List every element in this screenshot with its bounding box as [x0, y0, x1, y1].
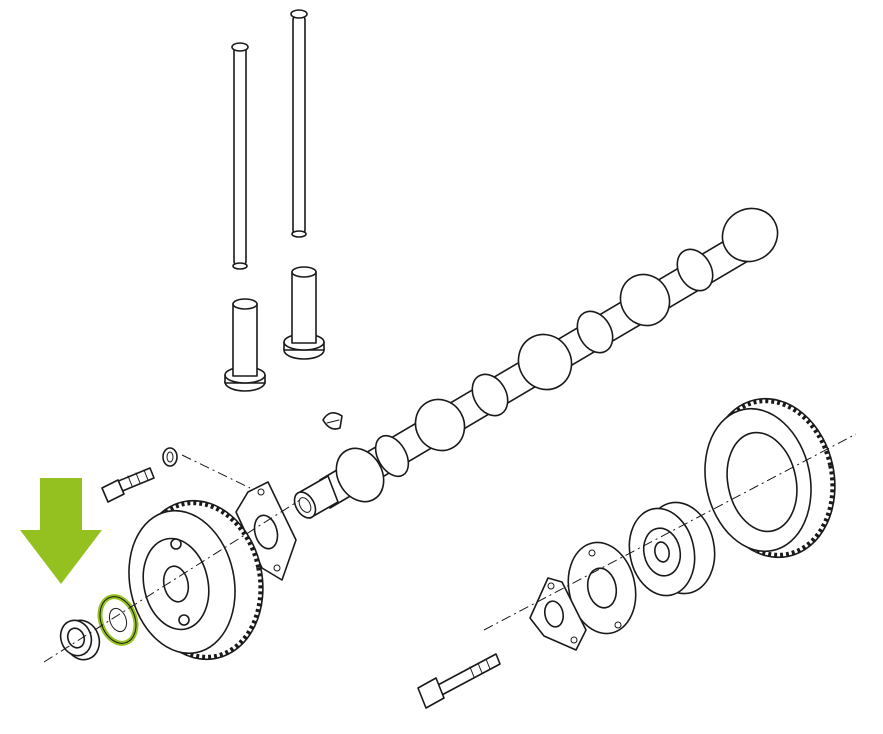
tappet-left — [224, 298, 266, 392]
spacer-right — [567, 541, 637, 635]
camshaft — [293, 207, 779, 519]
bolt-small — [101, 467, 155, 503]
lock-washer — [162, 447, 178, 467]
pushrod-long — [290, 9, 308, 238]
thrust-plate-right — [529, 577, 587, 651]
hub-right — [628, 501, 716, 597]
bolt-long — [417, 653, 501, 709]
timing-gear-left — [128, 499, 264, 661]
center-lines — [43, 433, 857, 663]
nut — [59, 619, 101, 661]
thrust-plate-left — [235, 481, 297, 581]
down-arrow-icon — [20, 478, 102, 584]
timing-gear-right — [704, 397, 836, 559]
pushrod-short — [231, 42, 249, 270]
tappet-right — [283, 266, 325, 360]
woodruff-key — [322, 412, 343, 430]
